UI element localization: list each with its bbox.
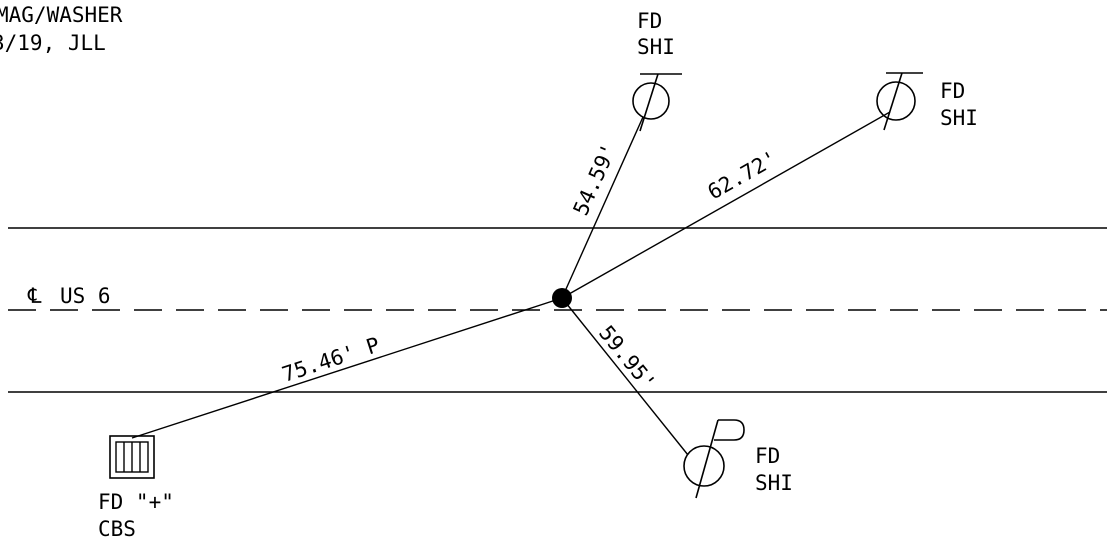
title-line-2: 3/19, JLL (0, 31, 106, 55)
monument-top-right (876, 72, 923, 131)
monument-bottom-right-label-1: FD (755, 444, 780, 468)
monument-bottom-right (683, 419, 745, 499)
monument-top-middle-label-1: FD (637, 9, 662, 33)
tie-line-bottom-left (131, 297, 563, 439)
monument-bottom-right-label-2: SHI (755, 471, 793, 495)
tie-line-bottom-right (561, 297, 689, 456)
centerline-label: US 6 (60, 284, 111, 308)
distance-bottom-left: 75.46' P (279, 333, 383, 387)
centerline-symbol: ℄ (27, 284, 42, 308)
monument-bottom-left-label-1: FD "+" (98, 490, 174, 514)
title-line-1: MAG/WASHER (0, 3, 123, 27)
distance-bottom-right: 59.95' (594, 321, 660, 395)
monument-top-right-label-1: FD (940, 79, 965, 103)
distance-top-middle: 54.59' (569, 140, 622, 219)
monument-top-right-label-2: SHI (940, 106, 978, 130)
monument-top-middle (632, 73, 682, 132)
control-point (552, 288, 572, 308)
monument-bottom-left (109, 435, 155, 479)
monument-top-middle-label-2: SHI (637, 35, 675, 59)
tie-line-top-right (561, 111, 891, 299)
monument-bottom-left-label-2: CBS (98, 517, 136, 541)
tie-line-top-middle (561, 116, 644, 299)
